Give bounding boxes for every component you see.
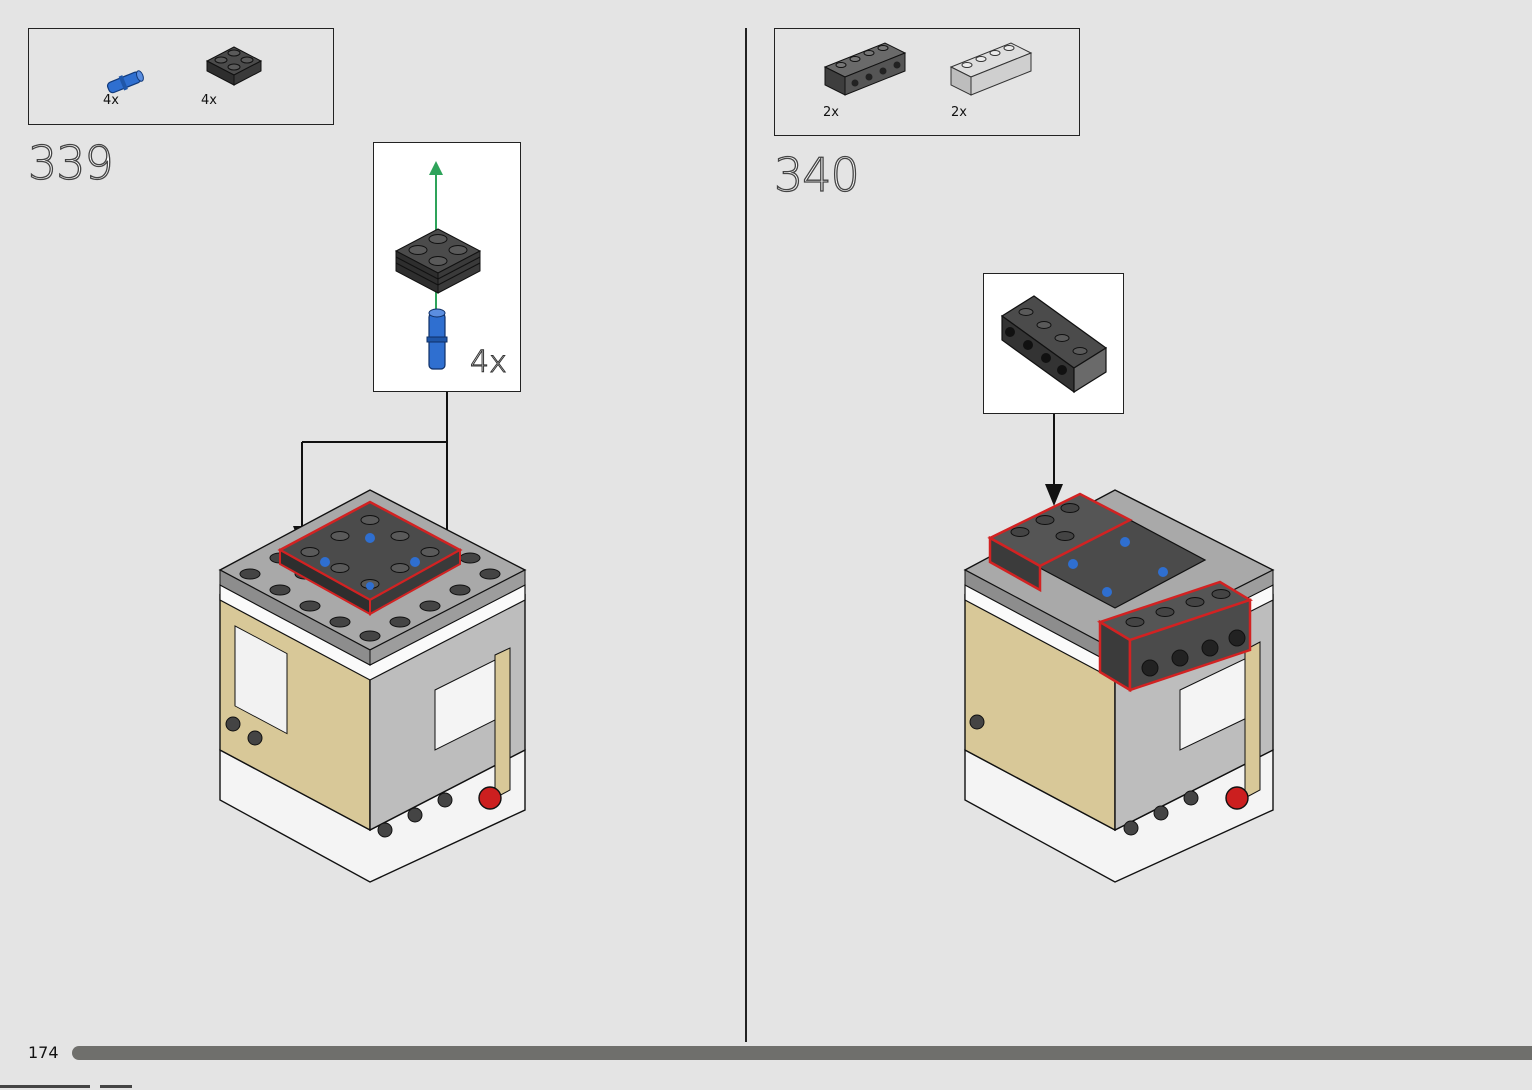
part-qty: 4x — [103, 93, 119, 108]
model-assembly-step-340 — [955, 490, 1295, 890]
part-qty: 2x — [823, 105, 839, 120]
light-gray-brick-icon — [947, 41, 1037, 101]
bottom-mark — [100, 1085, 132, 1088]
sub-assembly-callout: 4x — [373, 142, 521, 392]
callout-qty: 4x — [470, 345, 507, 380]
progress-bar — [72, 1046, 1532, 1060]
dark-gray-technic-brick-icon — [821, 41, 911, 101]
parts-list-step-340: 2x 2x — [774, 28, 1080, 136]
page-number: 174 — [28, 1043, 59, 1062]
parts-list-step-339: 4x 4x — [28, 28, 334, 125]
sub-assembly-callout — [983, 273, 1124, 414]
dark-gray-plate-icon — [199, 45, 269, 95]
bottom-mark — [0, 1085, 90, 1088]
part-qty: 4x — [201, 93, 217, 108]
step-number: 340 — [774, 148, 859, 202]
model-assembly-step-339 — [205, 510, 545, 890]
stacked-plates-icon — [388, 223, 488, 303]
step-number: 339 — [28, 136, 113, 190]
blue-axle-pin-icon — [422, 307, 452, 377]
page-divider — [745, 28, 747, 1042]
part-qty: 2x — [951, 105, 967, 120]
technic-brick-callout-icon — [996, 288, 1116, 398]
